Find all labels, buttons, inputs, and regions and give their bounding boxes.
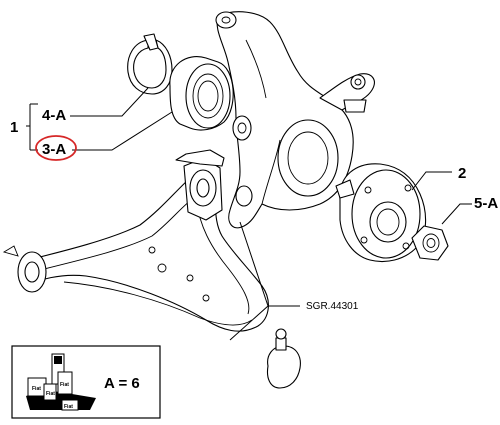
highlight-ring <box>35 135 77 161</box>
icon-tag: Fiat <box>60 382 69 388</box>
reference-code: SGR.44301 <box>306 301 359 312</box>
lower-control-arm <box>2 149 301 389</box>
label-nut-5a: 5-A <box>474 195 498 212</box>
legend-box: Fiat Fiat Fiat Fiat A = 6 <box>11 345 161 419</box>
wheel-bearing-part <box>169 56 234 131</box>
steering-knuckle <box>215 11 375 229</box>
icon-tag: Fiat <box>64 404 73 410</box>
icon-tag: Fiat <box>46 391 55 397</box>
label-bearing-3a: 3-A <box>42 141 66 158</box>
legend-equation: A = 6 <box>104 375 140 392</box>
circlip-part <box>127 33 173 95</box>
icon-tag: Fiat <box>32 386 41 392</box>
part-labels: 1 4-A 3-A 2 5-A SGR.44301 <box>10 107 498 312</box>
leader-lines <box>26 87 472 341</box>
hub-nut-part <box>411 225 449 261</box>
wheel-hub-part <box>335 163 427 263</box>
label-circlip-4a: 4-A <box>42 107 66 124</box>
label-group-1: 1 <box>10 119 18 136</box>
label-hub-2: 2 <box>458 165 466 182</box>
lubricant-icon: Fiat Fiat Fiat Fiat <box>26 353 96 411</box>
